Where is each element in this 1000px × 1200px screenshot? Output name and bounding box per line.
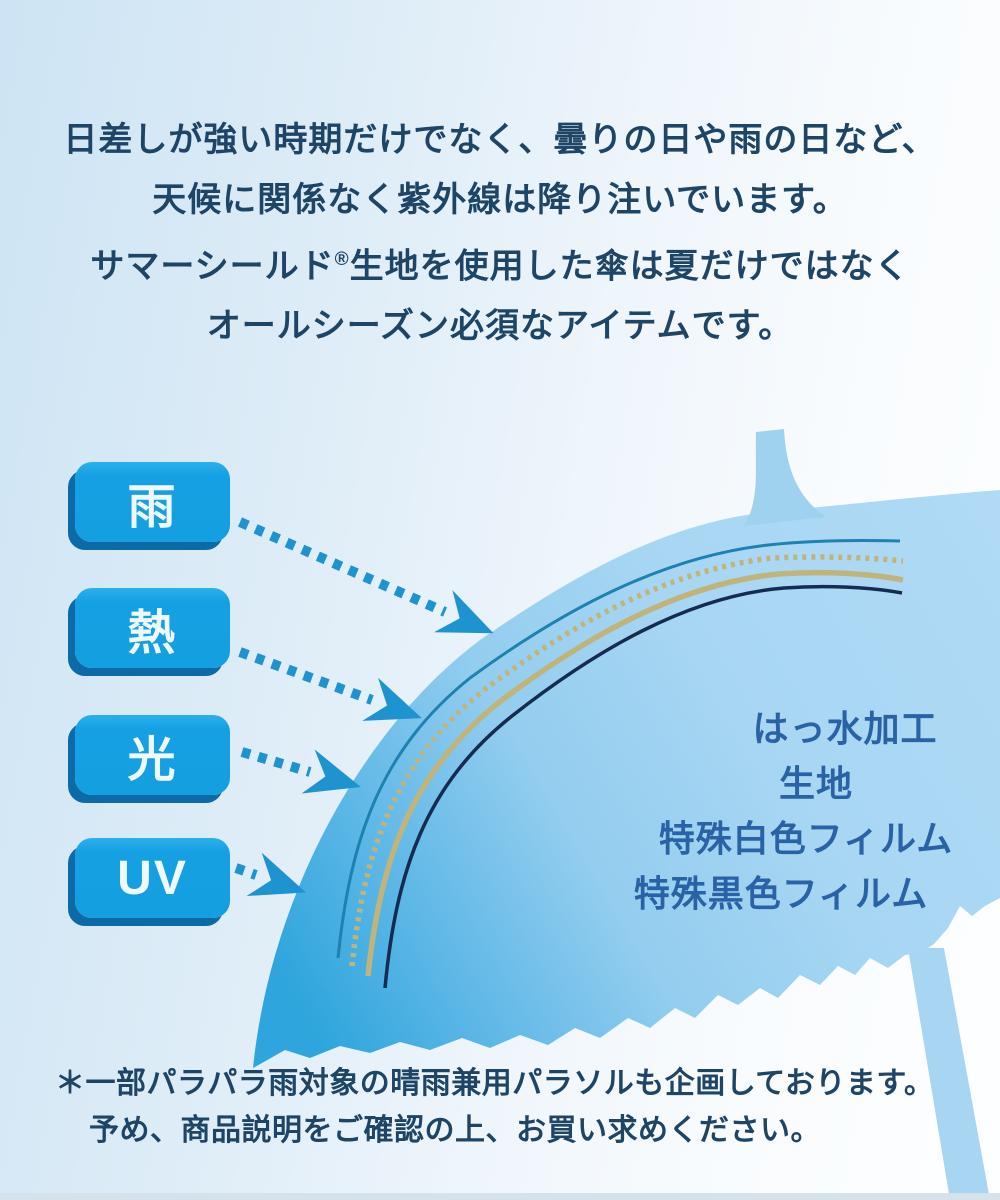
layer-line-fabric-stitch — [349, 554, 904, 967]
bottom-border — [0, 1193, 1000, 1200]
intro-line-3-rest: 生地を使用した傘は夏だけではなく — [349, 247, 910, 286]
chip-label-light: 光 — [127, 734, 178, 787]
layer-label-white-film: 特殊白色フィルム — [658, 818, 954, 859]
umbrella-canopy — [253, 490, 1000, 1068]
footnote-line-1: ＊一部パラパラ雨対象の晴雨兼用パラソルも企画しております。 — [55, 1067, 935, 1100]
chip-label-heat: 熱 — [127, 607, 178, 660]
dotted-arrow-heat — [238, 647, 422, 721]
layer-label-black-film: 特殊黒色フィルム — [633, 873, 929, 914]
registered-trademark-symbol: ® — [334, 249, 350, 270]
intro-line-1: 日差しが強い時期だけでなく、曇りの日や雨の日など、 — [63, 121, 937, 159]
layer-line-black-film — [383, 584, 903, 989]
dotted-arrow-uv — [234, 852, 307, 897]
intro-line-3: サマーシールド®生地を使用した傘は夏だけではなく — [0, 230, 1000, 296]
intro-line-2: 天候に関係なく紫外線は降り注いでいます。 — [152, 181, 848, 219]
chip-label-rain: 雨 — [127, 481, 178, 534]
blocked-element-chip-rain: 雨 — [75, 462, 230, 542]
umbrella-tip — [744, 429, 826, 526]
intro-line-3-brand: サマーシールド — [90, 247, 335, 286]
footnote: ＊一部パラパラ雨対象の晴雨兼用パラソルも企画しております。 予め、商品説明をご確… — [55, 1060, 934, 1154]
blocked-element-chip-heat: 熱 — [75, 588, 230, 668]
dotted-arrow-rain — [237, 517, 494, 634]
umbrella-shaft — [908, 948, 990, 1200]
layer-label-fabric: 生地 — [778, 763, 854, 804]
footnote-line-2: 予め、商品説明をご確認の上、お買い求めください。 — [89, 1114, 821, 1147]
chip-label-uv: UV — [117, 851, 188, 905]
layer-line-white-film — [365, 569, 904, 977]
layer-label-water-repellent: はっ水加工 — [752, 708, 938, 749]
dotted-arrow-light — [240, 747, 361, 794]
blocked-element-chip-light: 光 — [75, 715, 230, 795]
layer-line-water-repellent — [336, 538, 901, 959]
intro-line-4: オールシーズン必須なアイテムです。 — [206, 307, 794, 346]
blocked-element-chip-uv: UV — [75, 838, 230, 918]
intro-text: 日差しが強い時期だけでなく、曇りの日や雨の日など、 天候に関係なく紫外線は降り注… — [0, 110, 1000, 356]
